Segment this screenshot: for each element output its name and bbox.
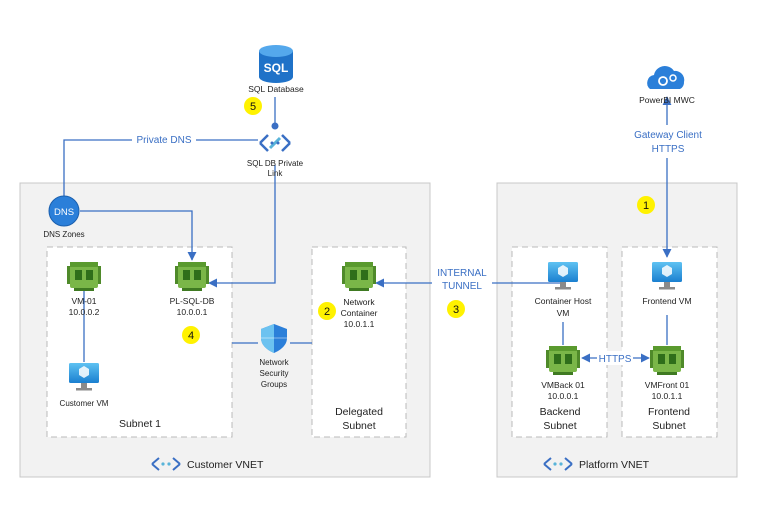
container-host-label-1: Container Host [535,296,592,306]
network-container-label-2: Container [341,308,378,318]
badge-3-text: 3 [453,304,459,316]
gateway-label-1: Gateway Client [634,130,702,141]
dns-zones-icon: DNS [48,195,80,227]
sql-icon-text: SQL [264,61,289,75]
private-link-label-1: SQL DB Private [247,159,304,168]
link-to-plsqldb-line [208,165,276,288]
nsg-label-3: Groups [261,380,287,389]
backend-subnet-label-1: Backend [540,406,581,418]
customer-vnet-icon [151,457,181,471]
badge-2: 2 [318,302,336,320]
sql-database-label: SQL Database [248,84,304,94]
private-link-label-2: Link [268,169,284,178]
vmfront-name: VMFront 01 [645,380,690,390]
delegated-subnet-label-1: Delegated [335,406,383,418]
badge-2-text: 2 [324,306,330,318]
badge-1-text: 1 [643,200,649,212]
dns-to-plsqldb-line [80,210,197,261]
badge-4-text: 4 [188,330,194,342]
vmback-nic-icon [546,346,580,375]
plsqldb-ip: 10.0.0.1 [177,307,208,317]
frontend-subnet-label-1: Frontend [648,406,690,418]
powerbi-cloud-icon [647,66,685,89]
vm01-nic-icon [67,262,101,291]
nsg-label-2: Security [260,369,289,378]
vm01-ip: 10.0.0.2 [69,307,100,317]
link-dot [271,122,279,130]
internal-tunnel-label-1: INTERNAL [437,268,487,279]
customer-vm-label: Customer VM [60,399,109,408]
sql-database-icon: SQL [259,45,293,83]
platform-vnet-icon [543,457,573,471]
private-dns-label: Private DNS [136,135,191,146]
network-container-nic-icon [342,262,376,291]
network-container-label-1: Network [343,297,375,307]
badge-5-text: 5 [250,101,256,113]
https-label: HTTPS [599,354,632,365]
nsg-label-1: Network [259,358,289,367]
badge-1: 1 [637,196,655,214]
vmback-ip: 10.0.0.1 [548,391,579,401]
delegated-subnet-label-2: Subnet [342,420,375,432]
vmfront-ip: 10.0.1.1 [652,391,683,401]
dns-icon-text: DNS [54,207,74,218]
frontend-subnet-label-2: Subnet [652,420,685,432]
internal-tunnel-label-2: TUNNEL [442,281,482,292]
gateway-label-2: HTTPS [652,144,685,155]
container-host-label-2: VM [557,308,570,318]
plsqldb-name: PL-SQL-DB [170,296,215,306]
subnet1-label: Subnet 1 [119,418,161,430]
vm01-name: VM-01 [71,296,96,306]
dns-zones-label: DNS Zones [43,230,84,239]
backend-subnet-label-2: Subnet [543,420,576,432]
vmback-name: VMBack 01 [541,380,585,390]
badge-5: 5 [244,97,262,115]
customer-vnet-label: Customer VNET [187,459,264,471]
network-container-ip: 10.0.1.1 [344,319,375,329]
badge-4: 4 [182,326,200,344]
vmfront-nic-icon [650,346,684,375]
badge-3: 3 [447,300,465,318]
frontend-vm-label: Frontend VM [642,296,691,306]
private-link-icon [259,134,291,152]
powerbi-label: PowerBI MWC [639,95,695,105]
platform-vnet-label: Platform VNET [579,459,650,471]
nsg-shield-icon [261,324,287,353]
plsqldb-nic-icon [175,262,209,291]
